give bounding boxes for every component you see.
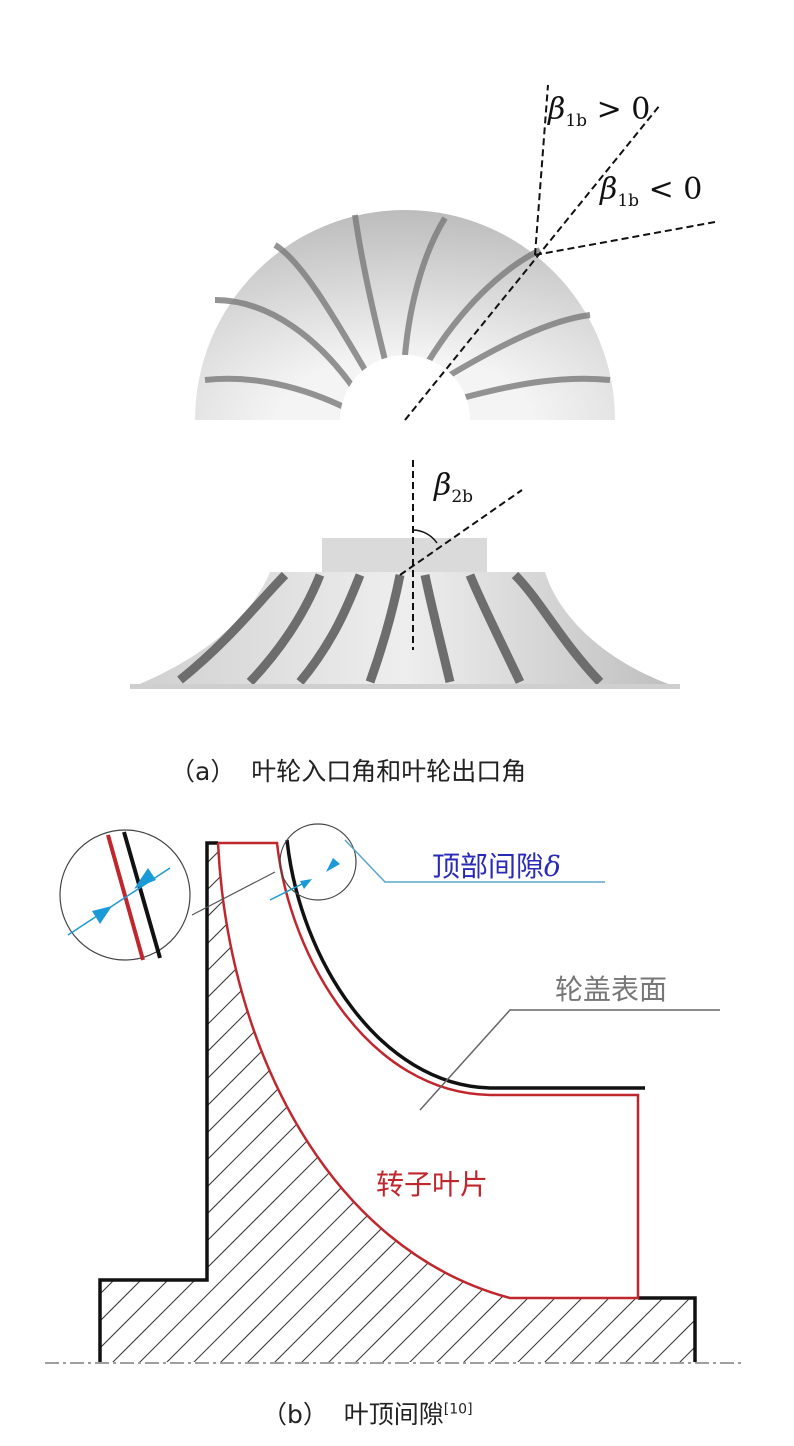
hatch-line	[131, 843, 693, 1362]
angle-construction-lines	[399, 84, 716, 650]
caption-b: （b） 叶顶间隙[10]	[262, 1395, 473, 1431]
hatch-line	[185, 843, 695, 1362]
shroud-surface-line	[285, 839, 645, 1090]
beta1b-positive-label: β1b > 0	[548, 92, 650, 131]
hatch-line	[100, 843, 315, 1362]
impeller-side-view	[130, 538, 680, 689]
subscript: 2b	[451, 487, 474, 507]
hatch-line	[428, 843, 695, 1362]
impeller-top-view	[195, 210, 615, 420]
caption-text: 叶轮入口角和叶轮出口角	[251, 757, 527, 786]
hatch-line	[671, 843, 695, 1362]
hatch-line	[753, 810, 794, 1370]
beta-symbol: β	[548, 92, 566, 127]
hatch-line	[293, 843, 695, 1362]
hatch-line	[401, 843, 695, 1362]
hatch-line	[699, 810, 794, 1370]
hatch-line	[320, 843, 695, 1362]
hatch-line	[780, 810, 794, 1370]
hatch-line	[644, 843, 695, 1362]
hatch-line	[239, 843, 695, 1362]
beta2b-label: β2b	[434, 468, 473, 507]
relation: > 0	[596, 92, 651, 127]
hatch-line	[509, 843, 695, 1362]
hatch-line	[536, 843, 695, 1362]
hatch-line	[100, 843, 396, 1362]
subscript: 1b	[617, 191, 640, 211]
caption-tag: （a）	[170, 757, 236, 786]
hub-outline-right	[638, 1296, 697, 1362]
tip-clearance-label: 顶部间隙δ	[432, 845, 561, 885]
label-text: 顶部间隙	[432, 850, 545, 883]
hatch-line	[266, 843, 695, 1362]
relation: < 0	[648, 172, 703, 207]
hatch-line	[563, 843, 695, 1362]
hatch-line	[726, 810, 794, 1370]
subscript: 1b	[565, 111, 588, 131]
hatch-line	[347, 843, 695, 1362]
citation-ref: [10]	[443, 1401, 473, 1418]
caption-tag: （b）	[262, 1400, 328, 1429]
hatch-line	[590, 843, 695, 1362]
caption-text: 叶顶间隙	[343, 1400, 444, 1429]
hatch-line	[617, 843, 695, 1362]
shroud-surface-label: 轮盖表面	[555, 973, 668, 1006]
caption-a: （a） 叶轮入口角和叶轮出口角	[170, 752, 526, 788]
beta2b-arc	[412, 529, 438, 544]
shroud-leader	[419, 1009, 720, 1111]
rotor-blade-label: 转子叶片	[376, 1168, 489, 1201]
hub-outline	[98, 841, 218, 1362]
beta-symbol: β	[600, 172, 618, 207]
detail-magnifier	[59, 823, 357, 961]
rotor-blade-outline	[216, 841, 640, 1300]
beta-symbol: β	[434, 468, 452, 503]
hatch-line	[455, 843, 695, 1362]
delta-symbol: δ	[544, 850, 561, 883]
beta1b-negative-label: β1b < 0	[600, 172, 702, 211]
